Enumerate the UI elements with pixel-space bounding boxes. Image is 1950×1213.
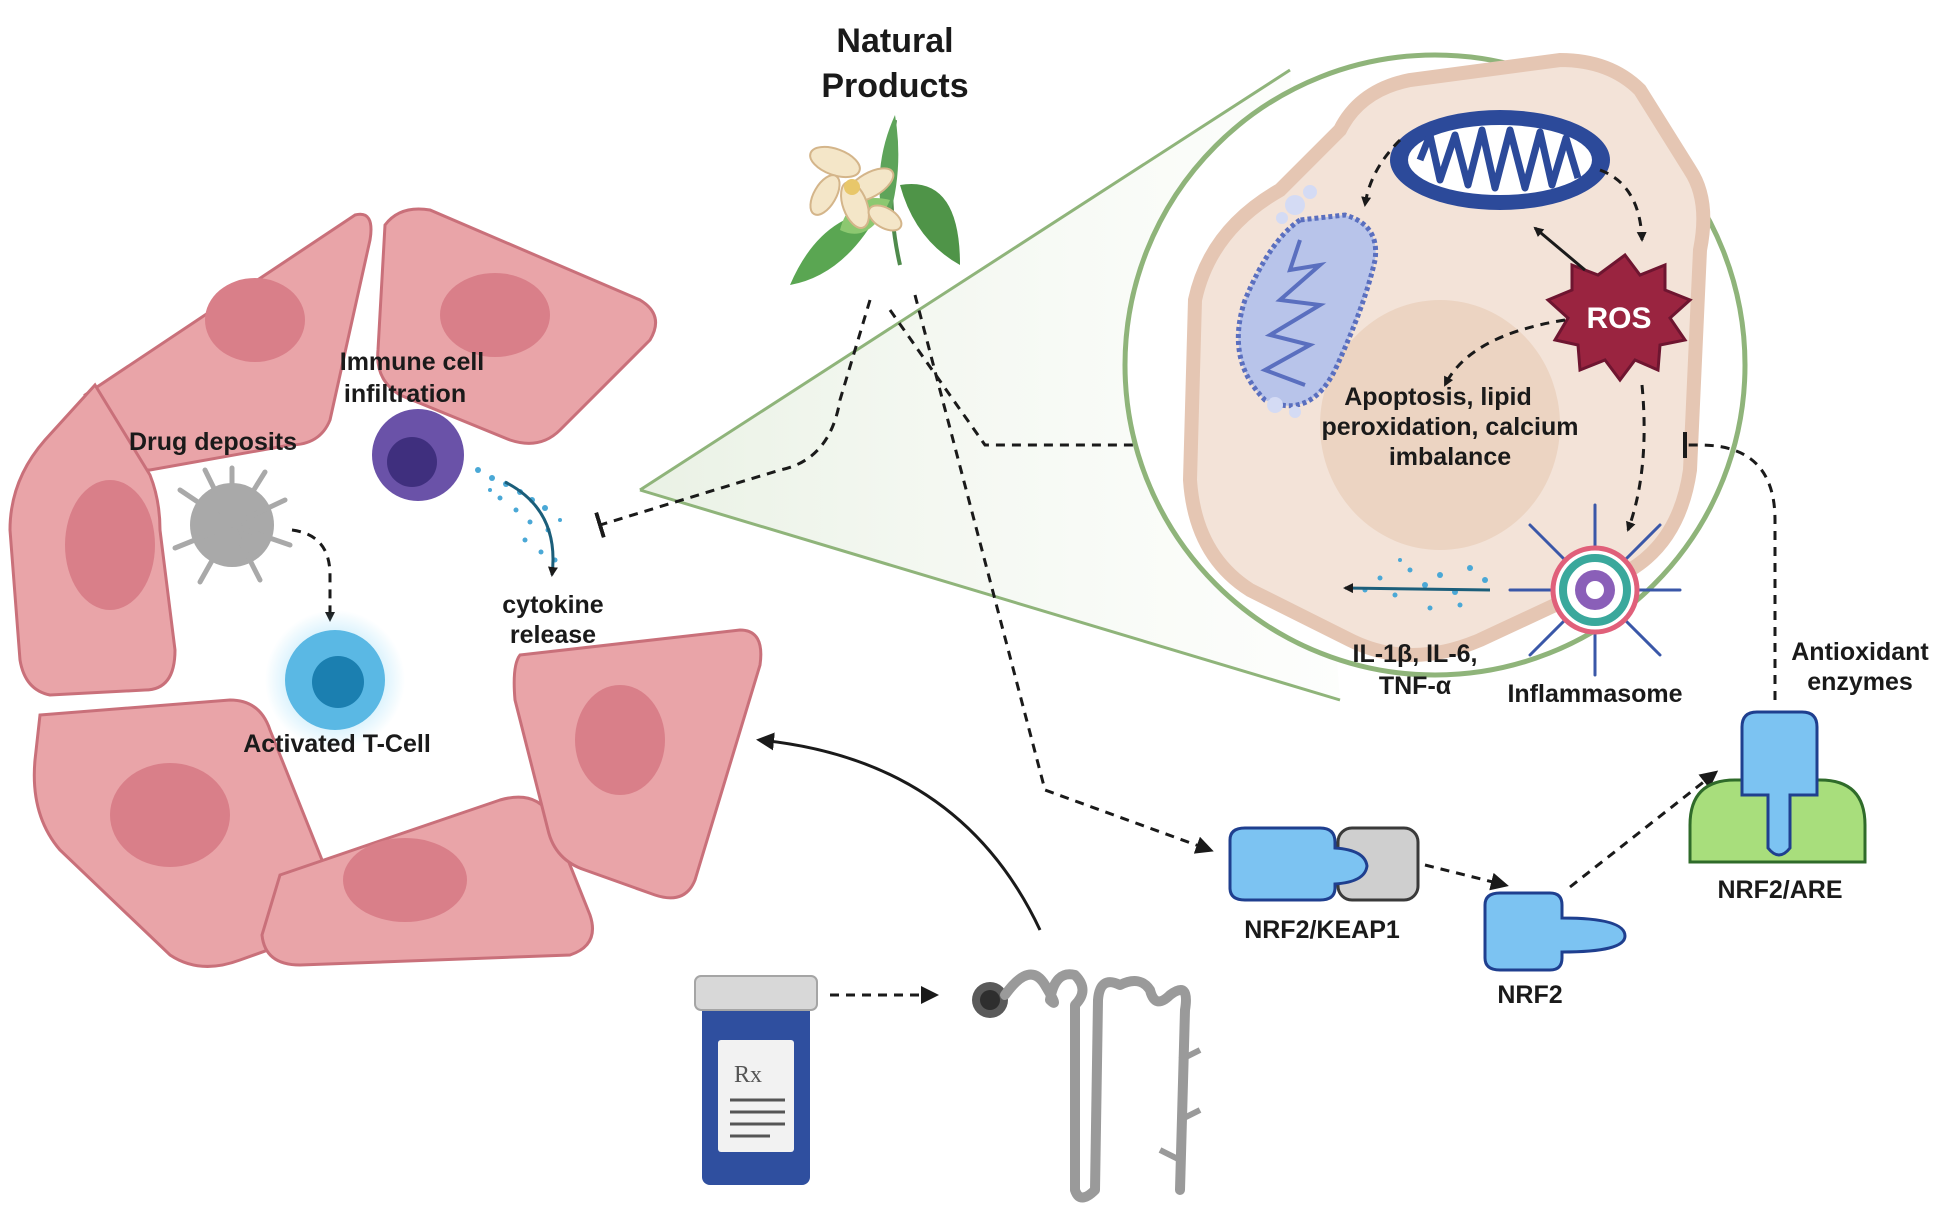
epithelial-cell bbox=[260, 795, 594, 967]
ros-to-mito-arrow bbox=[1533, 226, 1586, 272]
apoptosis-label-line1: Apoptosis, lipid bbox=[1344, 383, 1532, 411]
ros-icon bbox=[1545, 252, 1693, 383]
epithelial-cell bbox=[512, 628, 763, 900]
interleukin-arrow bbox=[1343, 583, 1491, 594]
mito-to-damaged-arrow bbox=[1361, 138, 1402, 207]
natural-products-label-line2: Products bbox=[821, 67, 968, 105]
nrf2-icon bbox=[1483, 891, 1627, 972]
cytokine-label-line2: release bbox=[510, 621, 596, 649]
natural-products-to-tubule-inhibit bbox=[594, 299, 872, 539]
cytokine-arrow bbox=[504, 480, 558, 577]
mito-to-ros-arrow bbox=[1599, 168, 1647, 242]
nrf2-label: NRF2 bbox=[1497, 981, 1562, 1009]
inflammasome-label: Inflammasome bbox=[1507, 680, 1682, 708]
interleukins-label-line2: TNF-α bbox=[1379, 672, 1452, 700]
medication-bottle-icon bbox=[694, 975, 818, 1185]
nephron-icon bbox=[972, 969, 1202, 1203]
nrf2-keap1-complex-icon bbox=[1228, 826, 1420, 902]
immune-label-line2: infiltration bbox=[344, 380, 466, 408]
zoom-circle bbox=[1122, 52, 1748, 678]
drug-deposits-label: Drug deposits bbox=[129, 428, 297, 456]
epithelial-cell bbox=[8, 382, 177, 697]
apoptosis-label-line2: peroxidation, calcium bbox=[1321, 413, 1578, 441]
epithelial-cell bbox=[32, 698, 334, 968]
keap1-to-nrf2-arrow bbox=[1424, 863, 1509, 891]
natural-product-plant-icon bbox=[790, 115, 960, 285]
damaged-mitochondrion-icon bbox=[1235, 185, 1379, 418]
nrf2-are-complex-icon bbox=[1688, 710, 1867, 864]
apoptosis-label-line3: imbalance bbox=[1389, 443, 1511, 471]
immune-cell bbox=[372, 409, 464, 501]
epithelial-cell bbox=[376, 207, 658, 445]
nrf2-are-label: NRF2/ARE bbox=[1717, 876, 1842, 904]
renal-tubule bbox=[8, 207, 763, 968]
rx-symbol: Rx bbox=[734, 1062, 762, 1088]
interleukins-label-line1: IL-1β, IL-6, bbox=[1353, 640, 1478, 668]
inflammasome-icon bbox=[1508, 503, 1682, 677]
immune-label-line1: Immune cell bbox=[340, 348, 485, 376]
nephron-to-tubule-arrow bbox=[756, 732, 1042, 931]
activated-t-cell-label: Activated T-Cell bbox=[243, 730, 431, 758]
mitochondrion-icon bbox=[1390, 110, 1610, 210]
natural-products-to-apoptosis-inhibit bbox=[888, 309, 1307, 458]
cytokine-label-line1: cytokine bbox=[502, 591, 604, 619]
ros-label: ROS bbox=[1586, 302, 1651, 335]
cytokine-dots bbox=[475, 467, 562, 563]
drug-to-tcell-arrow bbox=[291, 528, 335, 622]
antioxidant-to-ros-inhibit bbox=[1683, 432, 1777, 700]
interleukin-dots bbox=[1362, 558, 1488, 611]
activated-t-cell-icon bbox=[265, 610, 405, 750]
antioxidant-label-line1: Antioxidant bbox=[1791, 638, 1929, 666]
ros-to-inflammasome-arrow bbox=[1626, 384, 1646, 532]
enlarged-cell-nucleus bbox=[1320, 300, 1560, 550]
natural-products-to-nrf2-keap1 bbox=[913, 294, 1214, 854]
antioxidant-label-line2: enzymes bbox=[1807, 668, 1913, 696]
ros-to-apoptosis-arrow bbox=[1443, 318, 1566, 387]
nrf2-keap1-label: NRF2/KEAP1 bbox=[1244, 916, 1400, 944]
natural-products-label-line1: Natural bbox=[836, 22, 953, 60]
drug-deposit-icon bbox=[172, 465, 293, 585]
